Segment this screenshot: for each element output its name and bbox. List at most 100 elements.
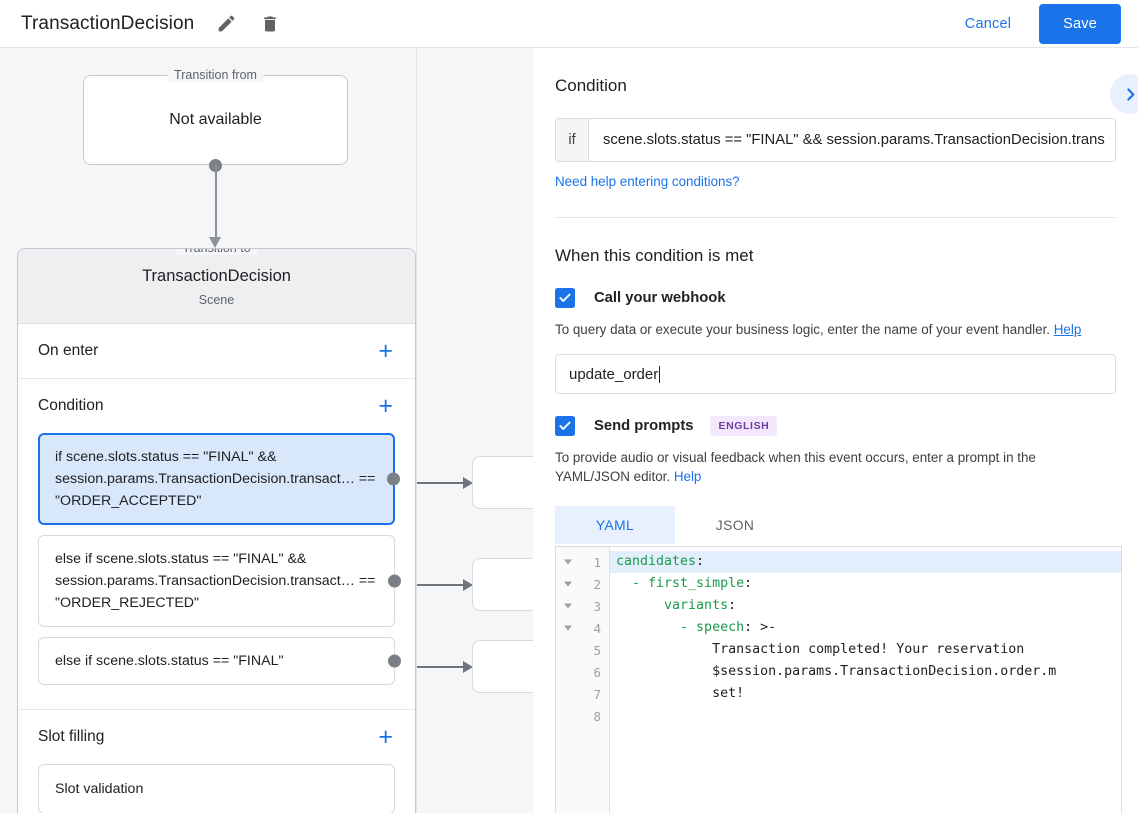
code-line: Transaction completed! Your reservation <box>610 639 1121 661</box>
gutter-line: 6 <box>556 661 609 683</box>
prompts-help-link[interactable]: Help <box>673 469 702 484</box>
code-line: set! <box>610 683 1121 705</box>
gutter-line: 7 <box>556 683 609 705</box>
if-prefix-label: if <box>556 119 589 161</box>
section-on-enter: On enter + <box>18 324 415 379</box>
call-webhook-row: Call your webhook <box>555 288 1116 308</box>
canvas-column-divider <box>416 48 417 813</box>
edge-line-0 <box>417 482 470 484</box>
condition-heading: Condition <box>555 76 627 95</box>
condition-chip-text: else if scene.slots.status == "FINAL" <box>55 653 284 669</box>
gutter-line: 3 <box>556 595 609 617</box>
edge-arrow-icon-0 <box>463 477 473 489</box>
condition-chip-2[interactable]: else if scene.slots.status == "FINAL" <box>38 637 401 685</box>
code-rest: : >- <box>744 620 777 635</box>
condition-chip-text: if scene.slots.status == "FINAL" && sess… <box>55 449 376 509</box>
code-key: variants <box>616 598 729 613</box>
gutter-line: 1 <box>556 551 609 573</box>
need-help-link[interactable]: Need help entering conditions? <box>555 174 740 189</box>
edge-line-2 <box>417 666 470 668</box>
code-rest: : <box>744 576 753 591</box>
condition-chip-text: else if scene.slots.status == "FINAL" &&… <box>55 551 376 611</box>
code-rest: : <box>728 598 737 613</box>
fold-triangle-icon[interactable] <box>564 559 572 565</box>
code-key: - first_simple <box>616 576 745 591</box>
call-webhook-description: To query data or execute your business l… <box>555 320 1116 339</box>
trash-icon[interactable] <box>258 12 282 36</box>
transition-from-value: Not available <box>169 111 262 128</box>
line-number: 7 <box>593 686 601 702</box>
gutter-line: 2 <box>556 573 609 595</box>
send-prompts-description-text: To provide audio or visual feedback when… <box>555 450 1036 484</box>
line-number: 5 <box>593 642 601 658</box>
top-bar: TransactionDecision Cancel Save <box>0 0 1138 48</box>
pencil-icon[interactable] <box>214 12 238 36</box>
top-bar-actions: Cancel Save <box>950 3 1138 44</box>
code-rest: $session.params.TransactionDecision.orde… <box>616 664 1057 679</box>
call-webhook-label: Call your webhook <box>594 290 726 306</box>
when-condition-met-section: When this condition is met Call your web… <box>533 218 1138 544</box>
fold-triangle-icon[interactable] <box>564 625 572 631</box>
line-number: 1 <box>593 554 601 570</box>
editor-code-area[interactable]: candidates: - first_simple: variants: - … <box>610 547 1121 813</box>
call-webhook-checkbox[interactable] <box>555 288 575 308</box>
save-button[interactable]: Save <box>1039 3 1121 44</box>
text-caret <box>659 365 661 383</box>
section-slot-filling: Slot filling + Slot validation <box>18 710 415 813</box>
line-number: 2 <box>593 576 601 592</box>
line-number: 6 <box>593 664 601 680</box>
condition-expression-input[interactable]: scene.slots.status == "FINAL" && session… <box>603 132 1105 148</box>
webhook-help-link[interactable]: Help <box>1053 322 1082 337</box>
add-slot-filling-button[interactable]: + <box>378 722 393 751</box>
fold-triangle-icon[interactable] <box>564 603 572 609</box>
scene-name: TransactionDecision <box>142 267 291 285</box>
event-handler-input[interactable]: update_order <box>555 354 1116 394</box>
condition-section: Condition if scene.slots.status == "FINA… <box>533 48 1138 218</box>
target-box-1[interactable] <box>472 558 533 611</box>
slot-validation-chip[interactable]: Slot validation <box>38 764 395 813</box>
yaml-editor[interactable]: 1 2 3 4 5 6 7 8 candidates: - first_simp… <box>555 546 1122 813</box>
transition-from-legend: Transition from <box>167 68 264 82</box>
condition-expression-row[interactable]: if scene.slots.status == "FINAL" && sess… <box>555 118 1116 162</box>
gutter-line: 5 <box>556 639 609 661</box>
section-condition: Condition + if scene.slots.status == "FI… <box>18 379 415 710</box>
send-prompts-description: To provide audio or visual feedback when… <box>555 448 1110 486</box>
send-prompts-label: Send prompts <box>594 418 694 434</box>
add-on-enter-button[interactable]: + <box>378 336 393 365</box>
gutter-line: 8 <box>556 705 609 727</box>
editor-format-tabs: YAML JSON <box>555 506 1116 544</box>
editor-gutter: 1 2 3 4 5 6 7 8 <box>556 547 610 813</box>
code-key: - speech <box>616 620 745 635</box>
code-line: candidates: <box>610 551 1121 573</box>
condition-chip-connector-dot <box>387 574 401 588</box>
target-box-2[interactable] <box>472 640 533 693</box>
send-prompts-checkbox[interactable] <box>555 416 575 436</box>
connector-line <box>215 165 217 242</box>
tab-yaml[interactable]: YAML <box>555 506 675 544</box>
condition-chip-connector-dot <box>387 654 401 668</box>
tab-json[interactable]: JSON <box>715 517 755 533</box>
condition-chip-0[interactable]: if scene.slots.status == "FINAL" && sess… <box>38 433 400 525</box>
line-number: 3 <box>593 598 601 614</box>
event-handler-value: update_order <box>569 365 659 383</box>
gutter-line: 4 <box>556 617 609 639</box>
transition-to-legend: Transition to <box>175 249 258 255</box>
add-condition-button[interactable]: + <box>378 391 393 420</box>
connector-arrow-icon <box>209 237 221 248</box>
cancel-button[interactable]: Cancel <box>950 7 1026 41</box>
code-line: - speech: >- <box>610 617 1121 639</box>
when-met-heading: When this condition is met <box>555 246 754 265</box>
target-box-0[interactable] <box>472 456 533 509</box>
code-rest: : <box>696 554 705 569</box>
code-line: $session.params.TransactionDecision.orde… <box>610 661 1121 683</box>
fold-triangle-icon[interactable] <box>564 581 572 587</box>
scene-header: TransactionDecision Scene <box>18 249 415 324</box>
scene-type: Scene <box>198 293 235 307</box>
chevron-right-icon[interactable] <box>1110 74 1138 114</box>
scene-graph-canvas[interactable]: Transition from Not available Transition… <box>0 48 533 813</box>
code-rest: set! <box>616 686 745 701</box>
condition-chip-connector-dot <box>386 472 400 486</box>
edge-arrow-icon-2 <box>463 661 473 673</box>
code-line <box>610 705 1121 727</box>
condition-chip-1[interactable]: else if scene.slots.status == "FINAL" &&… <box>38 535 401 627</box>
